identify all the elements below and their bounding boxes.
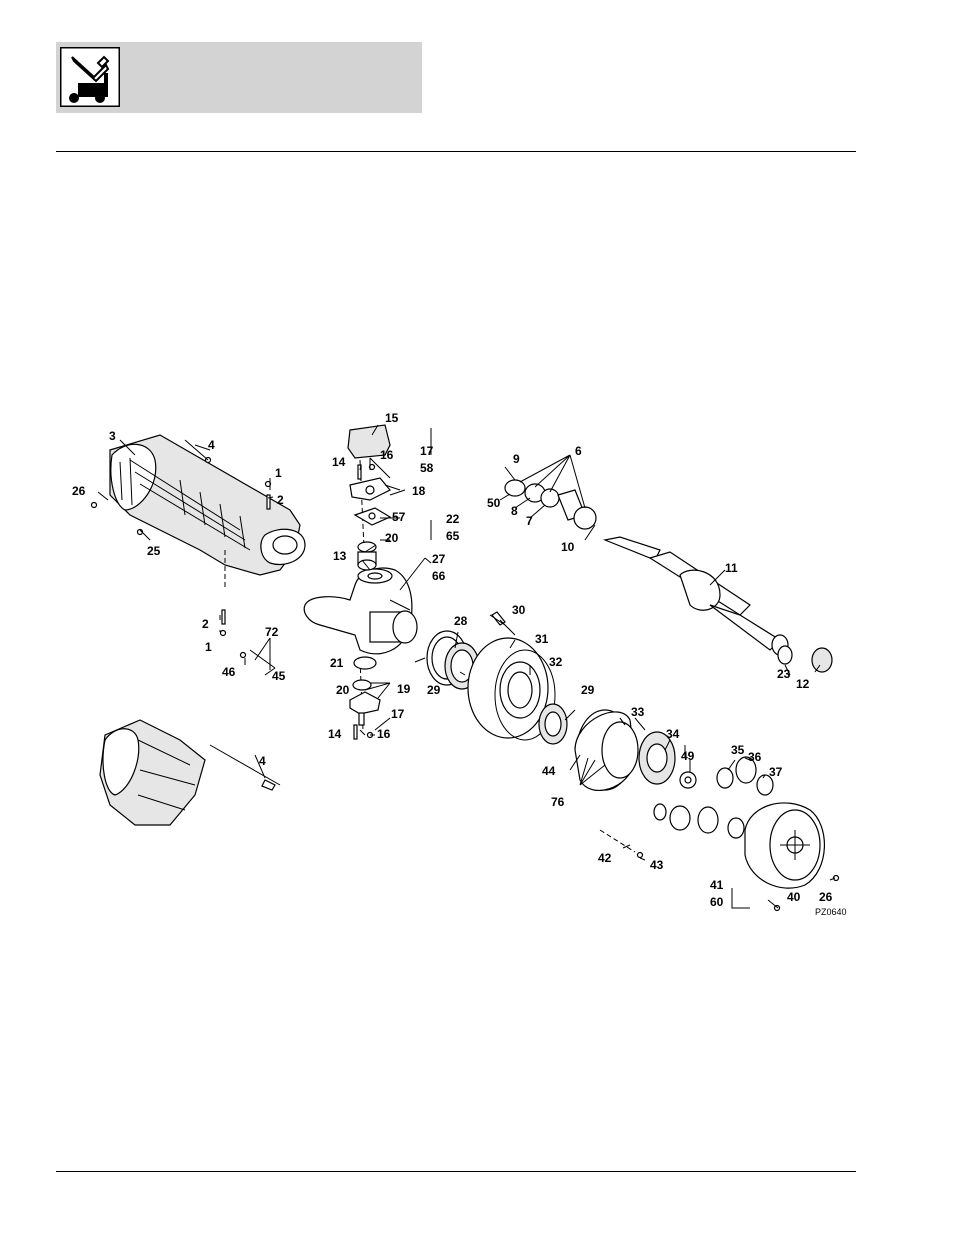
part-label: 23 xyxy=(777,667,791,681)
part-label: 3 xyxy=(109,429,116,443)
part-label: 1 xyxy=(205,640,212,654)
part-label: 65 xyxy=(446,529,460,543)
part-label: 10 xyxy=(561,540,575,554)
part-label: 28 xyxy=(454,614,468,628)
seal-kit-drawing xyxy=(505,480,596,529)
part-label: 15 xyxy=(385,411,399,425)
part-label: 50 xyxy=(487,496,501,510)
part-label: 72 xyxy=(265,625,279,639)
part-label: 43 xyxy=(650,858,664,872)
part-label: 29 xyxy=(581,683,595,697)
part-label: 40 xyxy=(787,890,801,904)
part-label: 21 xyxy=(330,656,344,670)
part-label: 44 xyxy=(542,764,556,778)
part-label: 30 xyxy=(512,603,526,617)
part-label: 33 xyxy=(631,705,645,719)
part-label: 11 xyxy=(725,561,738,575)
part-label: 16 xyxy=(377,727,391,741)
part-label: 26 xyxy=(819,890,833,904)
part-label: 46 xyxy=(222,665,236,679)
part-label: 26 xyxy=(72,484,86,498)
bottom-rule xyxy=(56,1171,856,1172)
king-pin-top-drawing xyxy=(348,425,390,570)
part-label: 42 xyxy=(598,851,612,865)
part-label: 58 xyxy=(420,461,434,475)
part-label: 60 xyxy=(710,895,724,909)
hub-cover-drawing xyxy=(745,803,824,888)
part-label: 14 xyxy=(332,455,346,469)
part-label: 57 xyxy=(392,510,406,524)
part-label: 4 xyxy=(208,438,215,452)
part-label: 17 xyxy=(391,707,405,721)
part-label: 2 xyxy=(277,493,284,507)
part-label: 17 xyxy=(420,444,434,458)
part-label: 34 xyxy=(666,727,680,741)
part-label: 2 xyxy=(202,617,209,631)
part-label: 7 xyxy=(526,514,533,528)
part-label: 12 xyxy=(796,677,810,691)
wheel-hub-drawing xyxy=(468,638,567,744)
part-label: 45 xyxy=(272,669,286,683)
part-label: 13 xyxy=(333,549,347,563)
part-label: 18 xyxy=(412,484,426,498)
king-pin-bottom-drawing xyxy=(350,657,380,739)
part-label: 25 xyxy=(147,544,161,558)
part-label: 27 xyxy=(432,552,446,566)
part-label: 36 xyxy=(748,750,762,764)
top-rule xyxy=(56,151,856,152)
part-label: 76 xyxy=(551,795,565,809)
part-label: 14 xyxy=(328,727,342,741)
part-label: 20 xyxy=(336,683,350,697)
part-label: 16 xyxy=(380,448,394,462)
part-label: 9 xyxy=(513,452,520,466)
ring-gear-drawing xyxy=(575,710,675,790)
part-label: 4 xyxy=(259,754,266,768)
part-label: 1 xyxy=(275,466,282,480)
part-label: 49 xyxy=(681,749,695,763)
part-label: 31 xyxy=(535,632,549,646)
part-label: 32 xyxy=(549,655,563,669)
part-label: 8 xyxy=(511,504,518,518)
axle-housing-drawing xyxy=(110,435,305,575)
figure-reference-code: PZ0640 xyxy=(815,907,847,917)
lift-truck-icon xyxy=(60,47,120,107)
axle-exploded-diagram: 3 4 26 25 1 2 2 1 72 46 45 15 14 16 17 5… xyxy=(60,400,860,940)
part-label: 35 xyxy=(731,743,745,757)
part-label: 37 xyxy=(769,765,783,779)
drive-shaft-drawing xyxy=(605,537,832,672)
part-label: 29 xyxy=(427,683,441,697)
part-label: 20 xyxy=(385,531,399,545)
housing-inset-drawing xyxy=(100,720,280,825)
part-label: 6 xyxy=(575,444,582,458)
part-label: 66 xyxy=(432,569,446,583)
part-label: 22 xyxy=(446,512,460,526)
part-label: 19 xyxy=(397,682,411,696)
part-label: 41 xyxy=(710,878,724,892)
